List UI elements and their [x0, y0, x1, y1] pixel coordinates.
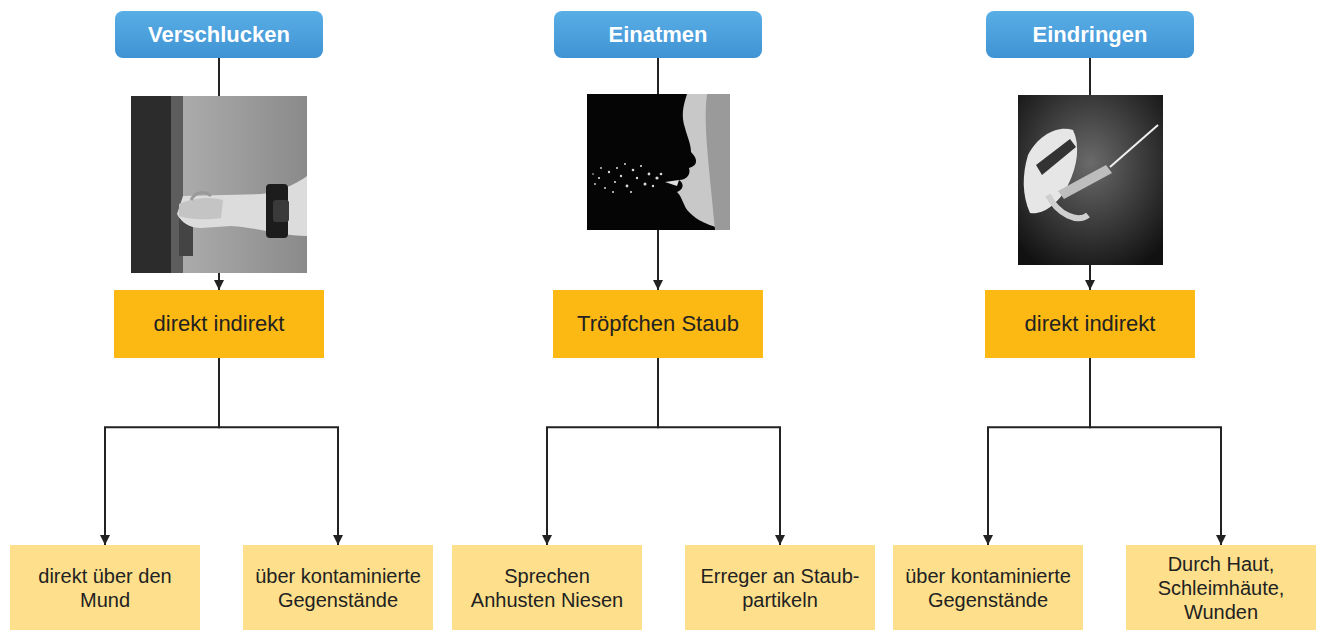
- route-header: Einatmen: [554, 11, 762, 58]
- connector-arrow: [658, 358, 780, 545]
- detail-box: Durch Haut, Schleimhäute, Wunden: [1126, 545, 1316, 630]
- connector-arrow: [988, 358, 1090, 545]
- box-text: über kontaminierte Gegenstände: [251, 564, 425, 612]
- route-header: Verschlucken: [115, 11, 323, 58]
- category-box: direkt indirekt: [985, 290, 1195, 358]
- connector-arrow: [219, 358, 338, 545]
- box-text: Sprechen Anhusten Niesen: [460, 564, 634, 612]
- box-text: direkt indirekt: [1025, 311, 1156, 337]
- route-header: Eindringen: [986, 11, 1194, 58]
- connector-arrow: [1090, 358, 1221, 545]
- sneezing-person-photo: [587, 94, 730, 230]
- detail-box: Erreger an Staub- partikeln: [685, 545, 875, 630]
- door-handle-photo: [131, 96, 307, 273]
- connector-arrow: [547, 358, 658, 545]
- box-text: Tröpfchen Staub: [577, 311, 739, 337]
- connector-arrow: [105, 358, 219, 545]
- detail-box: über kontaminierte Gegenstände: [893, 545, 1083, 630]
- syringe-photo: [1018, 95, 1163, 265]
- box-text: über kontaminierte Gegenstände: [901, 564, 1075, 612]
- header-text: Einatmen: [608, 22, 707, 48]
- box-text: Erreger an Staub- partikeln: [693, 564, 867, 612]
- box-text: direkt über den Mund: [18, 564, 192, 612]
- box-text: Durch Haut, Schleimhäute, Wunden: [1134, 552, 1308, 624]
- header-text: Eindringen: [1033, 22, 1148, 48]
- header-text: Verschlucken: [148, 22, 290, 48]
- category-box: direkt indirekt: [114, 290, 324, 358]
- category-box: Tröpfchen Staub: [553, 290, 763, 358]
- detail-box: Sprechen Anhusten Niesen: [452, 545, 642, 630]
- box-text: direkt indirekt: [154, 311, 285, 337]
- detail-box: direkt über den Mund: [10, 545, 200, 630]
- detail-box: über kontaminierte Gegenstände: [243, 545, 433, 630]
